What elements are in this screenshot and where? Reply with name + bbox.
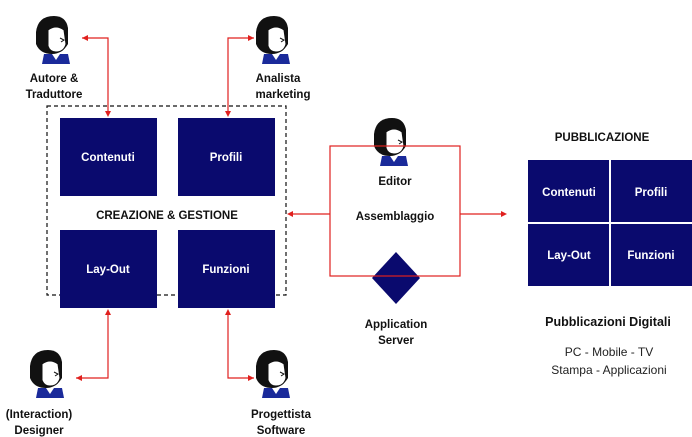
analyst-icon — [255, 15, 291, 65]
creation-box-funzioni: Funzioni — [178, 230, 275, 308]
creation-box-funzioni-label: Funzioni — [202, 264, 249, 276]
author-label-1: Autore & — [30, 73, 79, 85]
creation-box-contenuti: Contenuti — [60, 118, 157, 196]
designer-label-2: Designer — [14, 425, 64, 437]
channels-line-2: Stampa - Applicazioni — [551, 363, 666, 377]
publication-box-profili: Profili — [635, 187, 668, 199]
app-server-diamond — [372, 252, 420, 304]
author-icon — [35, 15, 71, 65]
designer-icon — [29, 349, 65, 399]
creation-title: CREAZIONE & GESTIONE — [96, 210, 238, 222]
developer-icon — [255, 349, 291, 399]
analyst-label-2: marketing — [256, 89, 311, 101]
assembly-loop — [329, 145, 461, 277]
creation-box-contenuti-label: Contenuti — [81, 152, 135, 164]
analyst-label-1: Analista — [256, 73, 301, 85]
designer-label-1: (Interaction) — [6, 409, 73, 421]
arrows — [76, 35, 507, 381]
publication-grid: Contenuti Profili Lay-Out Funzioni — [528, 160, 692, 286]
publication-box-contenuti: Contenuti — [542, 187, 596, 199]
developer-label-1: Progettista — [251, 409, 312, 421]
assembly-label: Assemblaggio — [356, 211, 435, 223]
creation-region — [46, 105, 287, 296]
digital-publications-title: Pubblicazioni Digitali — [545, 315, 671, 329]
creation-box-layout-label: Lay-Out — [86, 264, 130, 276]
creation-box-profili: Profili — [178, 118, 275, 196]
creation-box-profili-label: Profili — [210, 152, 243, 164]
channels-line-1: PC - Mobile - TV — [565, 345, 653, 359]
publication-title: PUBBLICAZIONE — [555, 132, 650, 144]
developer-label-2: Software — [257, 425, 306, 437]
publication-box-layout: Lay-Out — [547, 250, 591, 262]
author-label-2: Traduttore — [26, 89, 83, 101]
creation-box-layout: Lay-Out — [60, 230, 157, 308]
app-server-label-1: Application — [365, 319, 428, 331]
editor-label: Editor — [378, 176, 412, 188]
editor-icon — [373, 117, 409, 167]
publication-box-funzioni: Funzioni — [627, 250, 674, 262]
app-server-label-2: Server — [378, 335, 414, 347]
